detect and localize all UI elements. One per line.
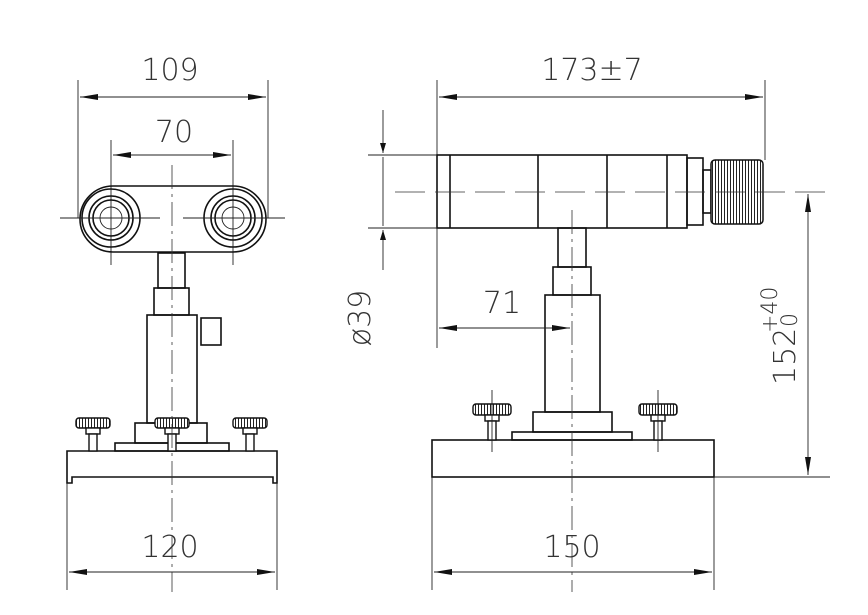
dim-height-tol-upper: +40: [758, 287, 783, 333]
dim-length: 173±7: [541, 53, 642, 88]
dim-offset: 71: [483, 286, 521, 321]
base-plate: [431, 439, 715, 478]
leveling-screw: [232, 417, 268, 452]
dim-center-spacing: 70: [155, 115, 193, 150]
lock-knob: [200, 317, 222, 346]
dim-overall-width: 109: [141, 53, 198, 88]
dim-base-width: 120: [141, 530, 198, 565]
roller-bracket: [79, 185, 267, 253]
telescope-barrel: [436, 154, 688, 229]
side-view: 173±7 ø39 71 152 +40 0 150: [343, 53, 830, 592]
dim-height: 152: [768, 328, 803, 385]
dim-height-tol-lower: 0: [778, 313, 803, 327]
front-view: 109 70 120: [60, 53, 285, 592]
base-plate: [66, 450, 278, 484]
column: [544, 294, 601, 413]
dim-base-length: 150: [543, 530, 600, 565]
leveling-screw: [75, 417, 111, 452]
post: [157, 252, 186, 289]
dim-diameter: ø39: [343, 290, 378, 347]
